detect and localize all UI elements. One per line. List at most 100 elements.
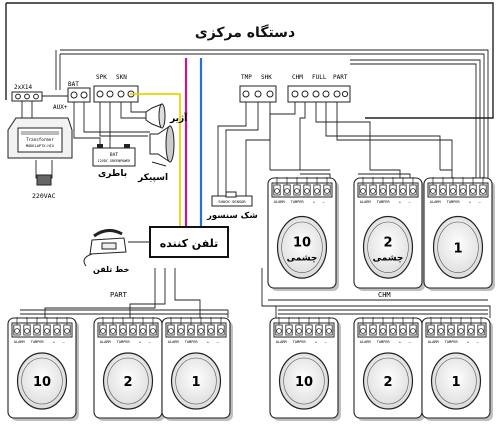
siren: آژیر — [145, 103, 188, 129]
detector-terminal-strip — [165, 322, 227, 338]
detector-lens-inner — [437, 221, 479, 273]
battery-label: باطری — [98, 169, 127, 179]
detector-terminal-label: + — [469, 200, 472, 204]
detector-terminal-label: — — [409, 340, 412, 344]
detector-terminal-screw — [458, 328, 464, 334]
detector-terminal-screw — [324, 188, 330, 194]
battery-plate-text-1: BAT — [110, 152, 118, 158]
detector-terminal-screw — [178, 328, 184, 334]
detector-terminal-strip — [11, 322, 73, 338]
detector-terminal-label: — — [217, 340, 220, 344]
detector-lens — [432, 215, 484, 279]
detector-terminal-label: TAMPER — [291, 200, 305, 204]
detector-lens-inner — [435, 357, 477, 405]
detector-lens — [430, 352, 482, 410]
detector-terminal-label: — — [63, 340, 66, 344]
detector-terminal-label: TAMPER — [185, 340, 199, 344]
detector-terminal-strip — [97, 322, 159, 338]
detector-terminal-screw — [316, 328, 322, 334]
detector-terminal-strip — [427, 182, 489, 198]
detector-terminal-screw — [14, 328, 20, 334]
detector-terminal-screw — [438, 328, 444, 334]
detector-terminal-screw — [306, 328, 312, 334]
detector-terminal-screw — [54, 328, 60, 334]
detector-terminal-screw — [478, 328, 484, 334]
detector-terminal-strip — [357, 182, 419, 198]
detector-terminal-label: ALARM — [276, 340, 288, 344]
detector-terminal-screw — [400, 188, 406, 194]
terminal-skn-label: SKN — [116, 74, 127, 81]
shock-sensor: SHOCK SENSOR شک سنسور — [206, 191, 258, 221]
detector-terminal-screw — [430, 188, 436, 194]
transformer-top-label: 2xX14 — [14, 84, 32, 91]
terminal-block-spk-skn: SPK SKN — [93, 74, 139, 103]
detector-terminal-screw — [428, 328, 434, 334]
detector-terminal-screw — [208, 328, 214, 334]
detector-terminal-label: TAMPER — [445, 340, 459, 344]
detector-lens-inner — [367, 221, 409, 273]
detector-terminal-label: ALARM — [168, 340, 180, 344]
detector-terminal-screw — [150, 328, 156, 334]
mains-label: 220VAC — [32, 192, 56, 200]
detector-terminal-screw — [44, 328, 50, 334]
detector-terminal-screw — [100, 328, 106, 334]
detector-terminal-label: — — [409, 200, 412, 204]
detector-terminal-screw — [284, 188, 290, 194]
detector-terminal-label: + — [313, 200, 316, 204]
detector-terminal-screw — [410, 188, 416, 194]
siren-label: آژیر — [169, 112, 188, 124]
transformer: 2xX14 Transformer MODELAPTX-HIX 220VAC — [7, 84, 73, 200]
detector-lens — [362, 352, 414, 410]
terminal-block-tmp-shk: TMP SHK — [239, 74, 277, 103]
detector-lens — [16, 352, 68, 410]
detector-terminal-label: ALARM — [430, 200, 442, 204]
detector-number: 2 — [383, 375, 392, 390]
detector-lens — [276, 215, 328, 279]
dialer-wires — [130, 58, 203, 227]
detector-terminal-screw — [470, 188, 476, 194]
detector-number: 2 — [123, 375, 132, 390]
central-unit: دستگاه مرکزی — [5, 2, 494, 119]
detector-terminal-label: + — [207, 340, 210, 344]
terminal-block-chm-full-part: CHM FULL PART — [287, 74, 351, 103]
detector-terminal-label: TAMPER — [293, 340, 307, 344]
detector-terminal-label: + — [315, 340, 318, 344]
detector-terminal-label: ALARM — [360, 340, 372, 344]
telephone: خط تلفن — [83, 229, 130, 274]
detector-number: 2 — [383, 235, 392, 250]
detector-terminal-screw — [370, 188, 376, 194]
detector-terminal-label: TAMPER — [377, 200, 391, 204]
detector-number: 10 — [295, 375, 313, 390]
detector-terminal-label: TAMPER — [447, 200, 461, 204]
detector-number: 1 — [191, 375, 200, 390]
detector-number: 10 — [33, 375, 51, 390]
detector-terminal-screw — [450, 188, 456, 194]
detector-terminal-screw — [326, 328, 332, 334]
detector-terminal-screw — [400, 328, 406, 334]
central-unit-title: دستگاه مرکزی — [195, 24, 295, 41]
terminal-bat-label: BAT — [68, 81, 79, 88]
detector-lens — [170, 352, 222, 410]
detector-terminal-screw — [120, 328, 126, 334]
terminal-shk-label: SHK — [261, 74, 272, 81]
detector-terminal-label: + — [399, 200, 402, 204]
detector-lens-inner — [283, 357, 325, 405]
terminal-tmp-label: TMP — [241, 74, 252, 81]
detector-terminal-label: + — [53, 340, 56, 344]
detector-number: 1 — [451, 375, 460, 390]
detector-terminal-label: — — [477, 340, 480, 344]
detector-terminal-label: ALARM — [14, 340, 26, 344]
detector-terminal-screw — [64, 328, 70, 334]
transformer-plate-text-2: MODELAPTX-HIX — [26, 144, 55, 148]
terminal-full-label: FULL — [312, 74, 327, 81]
detector-lens-inner — [21, 357, 63, 405]
detector-terminal-screw — [410, 328, 416, 334]
detector-terminal-screw — [130, 328, 136, 334]
detector-terminal-screw — [380, 188, 386, 194]
detector-lens — [102, 352, 154, 410]
detector-terminal-screw — [286, 328, 292, 334]
